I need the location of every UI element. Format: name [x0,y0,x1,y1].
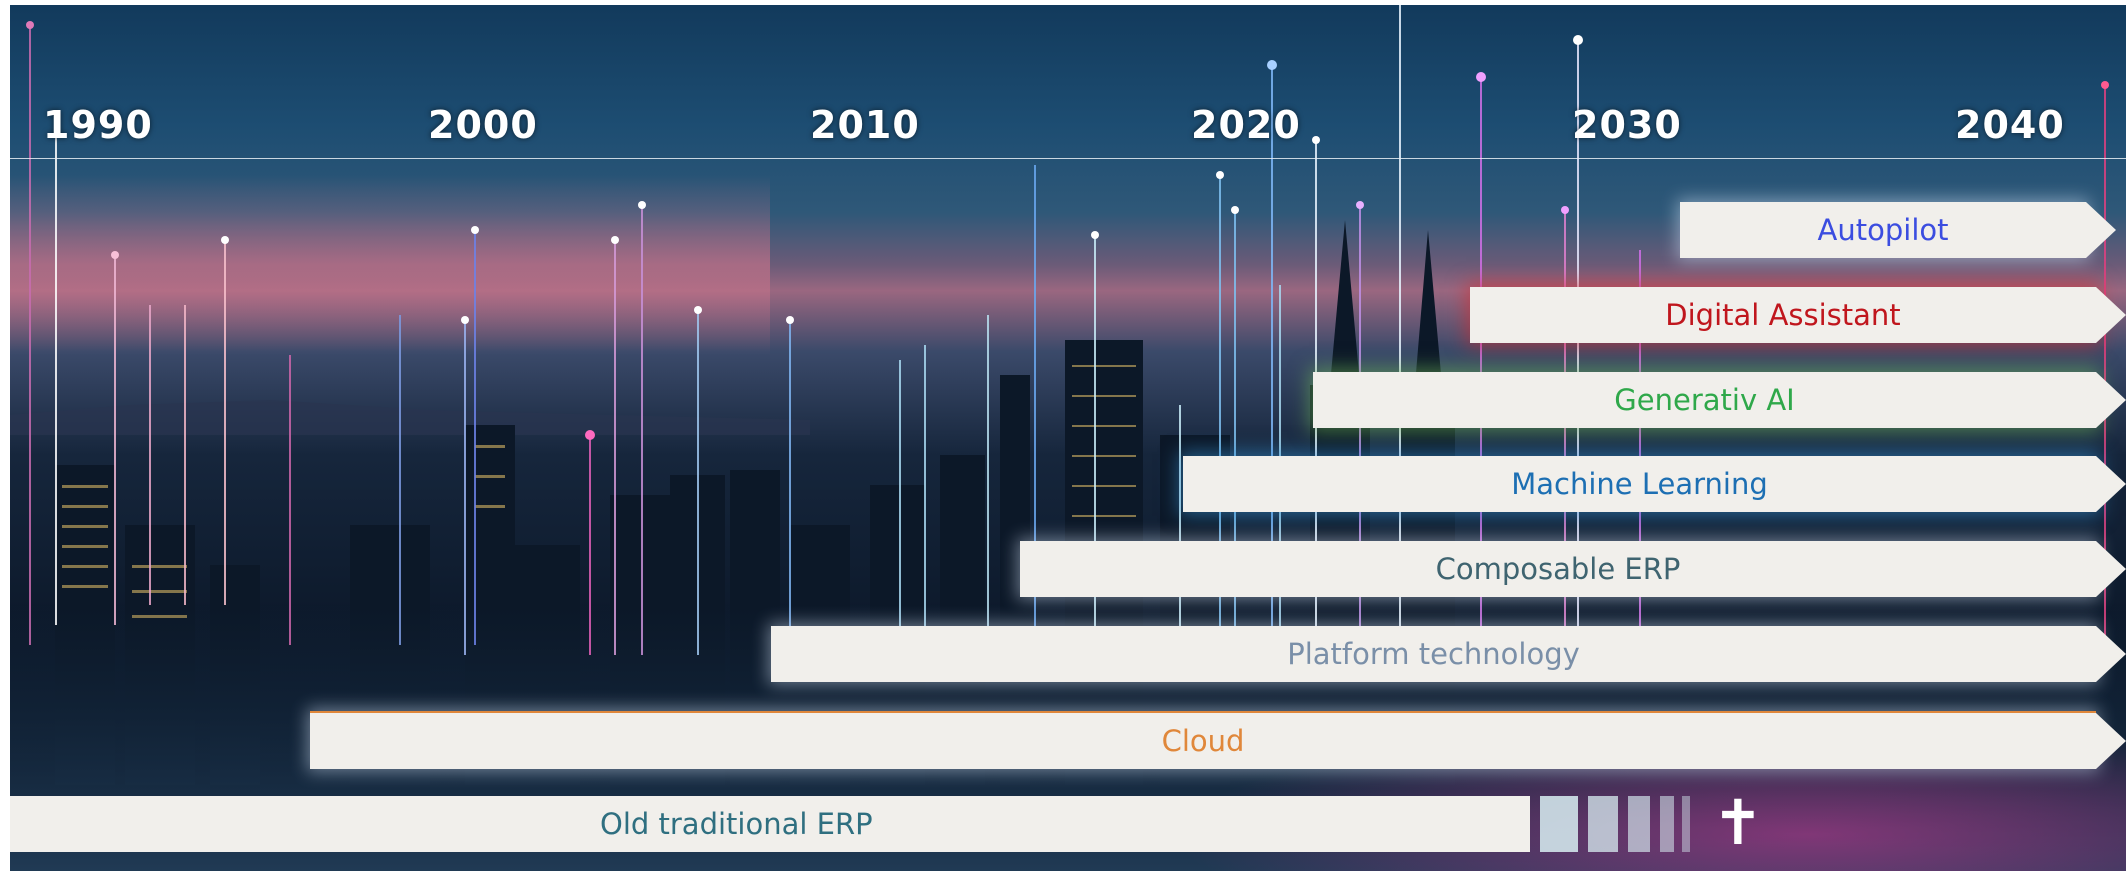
end-cross-icon: ✝ [1712,786,1764,859]
bar-machine-learning: Machine Learning [1183,456,2126,512]
timeline-axis-line [10,158,2126,159]
bar-arrow-tip [2096,372,2126,428]
bar-arrow-tip [2096,287,2126,343]
fade-segment [1588,796,1618,852]
bar-old-traditional-erp: Old traditional ERP [10,796,1530,852]
year-label-2020: 2020 [1191,103,1301,147]
bar-label-composable-erp: Composable ERP [1435,552,1681,586]
fade-segment [1682,796,1690,852]
bar-label-machine-learning: Machine Learning [1511,467,1768,501]
year-label-2030: 2030 [1572,103,1682,147]
bar-arrow-tip [2096,456,2126,512]
bar-label-cloud: Cloud [1161,724,1245,758]
bar-label-old-traditional-erp: Old traditional ERP [600,807,873,841]
year-label-2000: 2000 [428,103,538,147]
bar-platform-technology: Platform technology [771,626,2126,682]
bar-cloud: Cloud [310,711,2126,769]
year-label-2040: 2040 [1955,103,2065,147]
year-label-1990: 1990 [43,103,153,147]
timeline-diagram: 1990 2000 2010 2020 2030 2040 Autopilot … [10,5,2126,871]
year-label-2010: 2010 [810,103,920,147]
bar-label-autopilot: Autopilot [1817,213,1949,247]
bar-composable-erp: Composable ERP [1020,541,2126,597]
bar-label-generativ-ai: Generativ AI [1614,383,1795,417]
bar-label-platform-technology: Platform technology [1287,637,1580,671]
bar-arrow-tip [2096,626,2126,682]
bar-generativ-ai: Generativ AI [1313,372,2126,428]
fade-segment [1540,796,1578,852]
bar-digital-assistant: Digital Assistant [1470,287,2126,343]
bar-arrow-tip [2096,713,2126,769]
bar-autopilot: Autopilot [1680,202,2116,258]
bar-arrow-tip [2096,541,2126,597]
fade-segment [1628,796,1650,852]
fade-segment [1660,796,1674,852]
bar-arrow-tip [2086,202,2116,258]
bar-label-digital-assistant: Digital Assistant [1665,298,1901,332]
